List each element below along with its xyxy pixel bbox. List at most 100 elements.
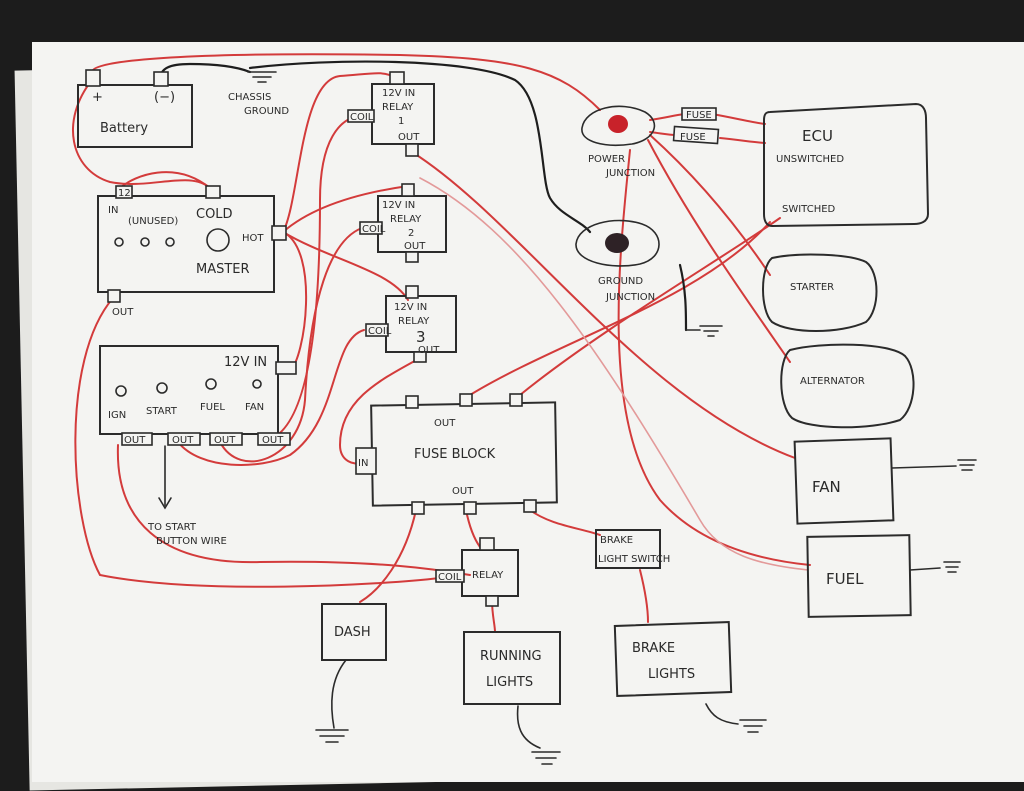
master-knob: [206, 228, 230, 252]
master-out-label: OUT: [112, 307, 134, 318]
ground-symbol: [247, 71, 277, 83]
ground-symbol: [685, 325, 723, 337]
relay-2: 12V IN RELAY 2 OUT COIL: [359, 183, 447, 263]
wire-master-hot-to-relay2: [282, 185, 409, 233]
chassis-ground-line1: CHASSIS: [228, 92, 271, 103]
start-note-line1: TO START: [147, 522, 197, 533]
brake-lights-line1: BRAKE: [632, 641, 675, 656]
relay1-top-label: 12V IN: [382, 88, 415, 99]
power-junction-line1: POWER: [588, 154, 625, 165]
battery-neg-label: (−): [154, 90, 175, 105]
battery-pos-label: +: [92, 90, 103, 105]
master-dial-3: [165, 237, 175, 247]
relay3-out-label: OUT: [418, 345, 440, 356]
power-junction-red-dot: [608, 115, 628, 133]
wire-fuel-to-relay3-coil: [177, 329, 365, 466]
wire-power-junction-to-starter: [649, 134, 771, 276]
wire-power-junction-to-fuse2: [649, 131, 676, 136]
switch-label-fan: FAN: [245, 402, 264, 413]
relay3-name-label: RELAY: [398, 316, 430, 327]
master-dial-1: [114, 237, 124, 247]
fan-label: FAN: [812, 478, 841, 496]
relay-bottom-coil: COIL: [438, 572, 462, 583]
relay1-coil-label: COIL: [350, 112, 374, 123]
relay2-coil-label: COIL: [362, 224, 386, 235]
brake-switch-line2: LIGHT SWITCH: [598, 554, 670, 565]
battery-label: Battery: [100, 121, 148, 136]
relay3-num-label: 3: [416, 328, 426, 346]
wire-master-hot-to-relay3: [282, 231, 409, 301]
switch-ign: [115, 385, 127, 397]
switch-panel-input-label: 12V IN: [224, 355, 267, 370]
wire-battery-to-power-junction: [91, 53, 601, 111]
master-unused-label: (UNUSED): [128, 216, 178, 227]
wire-chassis-to-ground-junction: [248, 60, 592, 234]
switch-fuel: [205, 378, 217, 390]
brake-lights-line2: LIGHTS: [648, 667, 695, 682]
alternator-label: ALTERNATOR: [800, 376, 865, 387]
switch-label-ign: IGN: [108, 410, 126, 421]
switch-out-1: OUT: [124, 435, 146, 446]
switch-panel: 12V IN IGN START FUEL FAN OUT OUT OUT OU…: [99, 345, 297, 446]
relay2-top-label: 12V IN: [382, 200, 415, 211]
wire-relay3-to-fuseblock: [338, 357, 421, 465]
switch-label-fuel: FUEL: [200, 402, 225, 413]
start-note-line2: BUTTON WIRE: [156, 536, 227, 547]
ground-junction: GROUND JUNCTION: [575, 219, 723, 337]
switch-out-2: OUT: [172, 435, 194, 446]
chassis-ground-line2: GROUND: [244, 106, 289, 117]
relay1-name-label: RELAY: [382, 102, 414, 113]
fuse-block-name: FUSE BLOCK: [414, 447, 496, 462]
master-12-label: 12: [118, 188, 131, 199]
master-switch: IN 12 (UNUSED) COLD HOT MASTER OUT: [97, 185, 287, 318]
switch-out-3: OUT: [214, 435, 236, 446]
chassis-ground: CHASSIS GROUND: [228, 71, 289, 117]
ground-junction-line1: GROUND: [598, 276, 643, 287]
relay1-num-label: 1: [398, 116, 404, 127]
fuse-block: OUT FUSE BLOCK OUT IN: [355, 393, 558, 515]
fuse-block-bottom-out: OUT: [452, 486, 474, 497]
switch-label-start: START: [146, 406, 178, 417]
relay3-top-label: 12V IN: [394, 302, 427, 313]
brake-switch-line1: BRAKE: [600, 535, 633, 546]
relay1-out-label: OUT: [398, 132, 420, 143]
wire-brake-switch-to-lights: [639, 569, 649, 623]
brake-lights: BRAKE LIGHTS: [613, 620, 767, 733]
relay2-out-label: OUT: [404, 241, 426, 252]
ecu-switched-label: SWITCHED: [782, 204, 836, 215]
wire-start-to-relay2-coil: [219, 227, 363, 463]
fuel-label: FUEL: [826, 570, 864, 588]
wire-fuseblock-to-relay: [465, 509, 481, 548]
ecu-name-label: ECU: [802, 127, 833, 145]
wire-master-hot-to-relay1: [282, 72, 396, 233]
dash-unit: DASH: [315, 603, 387, 743]
power-junction-line2: JUNCTION: [605, 168, 655, 179]
brake-light-switch: BRAKE LIGHT SWITCH: [595, 529, 670, 569]
wire-relay1-out-to-fan: [411, 151, 796, 459]
ground-junction-dark-dot: [605, 233, 629, 253]
master-name-label: MASTER: [196, 262, 250, 277]
wiring-diagram: + (−) Battery CHASSIS GROUND IN 12 (UNUS…: [72, 53, 977, 765]
wire-power-junction-to-fuse1: [649, 113, 686, 121]
wire-fuseblock-to-brake-switch: [529, 509, 601, 536]
battery: + (−) Battery: [77, 69, 193, 148]
switch-start: [156, 382, 168, 394]
master-in-label: IN: [108, 205, 118, 216]
master-dial-2: [140, 237, 150, 247]
wire-ign-to-relay1-coil: [267, 115, 361, 441]
relay3-coil-label: COIL: [368, 326, 392, 337]
wire-power-junction-to-alternator: [647, 139, 791, 363]
wire-battery-to-master: [72, 79, 211, 189]
wire-fuseblock-to-dash: [359, 509, 417, 603]
relay-bottom-name: RELAY: [472, 570, 504, 581]
ecu-unswitched-label: UNSWITCHED: [776, 154, 844, 165]
running-lights: RUNNING LIGHTS: [463, 631, 561, 765]
fuel-unit: FUEL: [806, 534, 961, 618]
relay-3: 12V IN RELAY 3 OUT COIL: [365, 285, 457, 363]
relay2-name-label: RELAY: [390, 214, 422, 225]
fuse-block-top-out: OUT: [434, 418, 456, 429]
alternator: ALTERNATOR: [780, 343, 915, 429]
fan-unit: FAN: [793, 437, 977, 525]
switch-out-4: OUT: [262, 435, 284, 446]
relay-bottom: RELAY COIL: [435, 537, 519, 607]
